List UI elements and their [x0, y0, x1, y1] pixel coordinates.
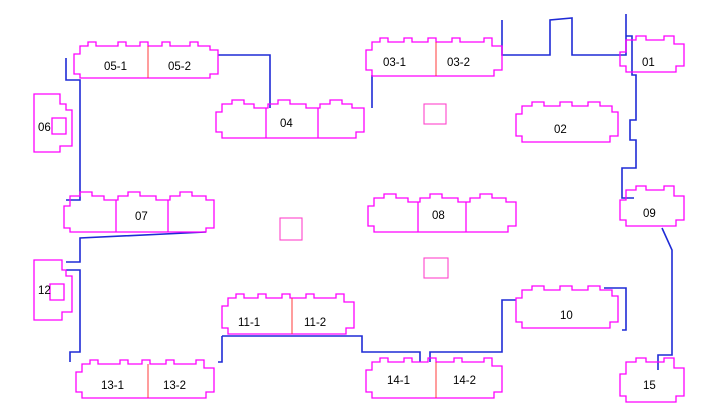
building-07-outline [63, 191, 215, 233]
label-13-2: 13-2 [163, 380, 186, 392]
label-09: 09 [643, 208, 656, 220]
label-03-2: 03-2 [447, 57, 470, 69]
marker-square-3 [423, 257, 449, 279]
label-06: 06 [38, 122, 51, 134]
building-11-outline [221, 293, 355, 335]
building-08-outline [367, 193, 517, 233]
building-05-outline [73, 41, 219, 79]
label-14-1: 14-1 [387, 375, 410, 387]
building-09-outline [619, 185, 685, 227]
building-04-outline [215, 99, 365, 139]
label-15: 15 [643, 380, 656, 392]
label-08: 08 [432, 210, 445, 222]
label-04: 04 [280, 118, 293, 130]
marker-square-1 [423, 103, 447, 125]
label-01: 01 [642, 57, 655, 69]
building-06-outline [33, 93, 73, 153]
building-13-outline [75, 359, 215, 399]
label-12: 12 [38, 285, 51, 297]
building-01-outline [619, 35, 685, 73]
label-02: 02 [554, 124, 567, 136]
label-05-2: 05-2 [168, 61, 191, 73]
label-03-1: 03-1 [383, 57, 406, 69]
building-02-outline [515, 101, 619, 143]
site-boundary [65, 14, 673, 370]
building-12-outline [33, 259, 73, 321]
label-05-1: 05-1 [104, 61, 127, 73]
building-15-outline [619, 357, 685, 403]
building-14-outline [365, 357, 503, 399]
label-14-2: 14-2 [453, 375, 476, 387]
label-07: 07 [135, 211, 148, 223]
label-11-1: 11-1 [238, 317, 260, 329]
label-10: 10 [560, 310, 573, 322]
marker-square-2 [279, 217, 303, 241]
label-11-2: 11-2 [304, 317, 326, 329]
building-10-outline [515, 285, 619, 329]
building-03-outline [365, 37, 503, 77]
label-13-1: 13-1 [101, 380, 124, 392]
